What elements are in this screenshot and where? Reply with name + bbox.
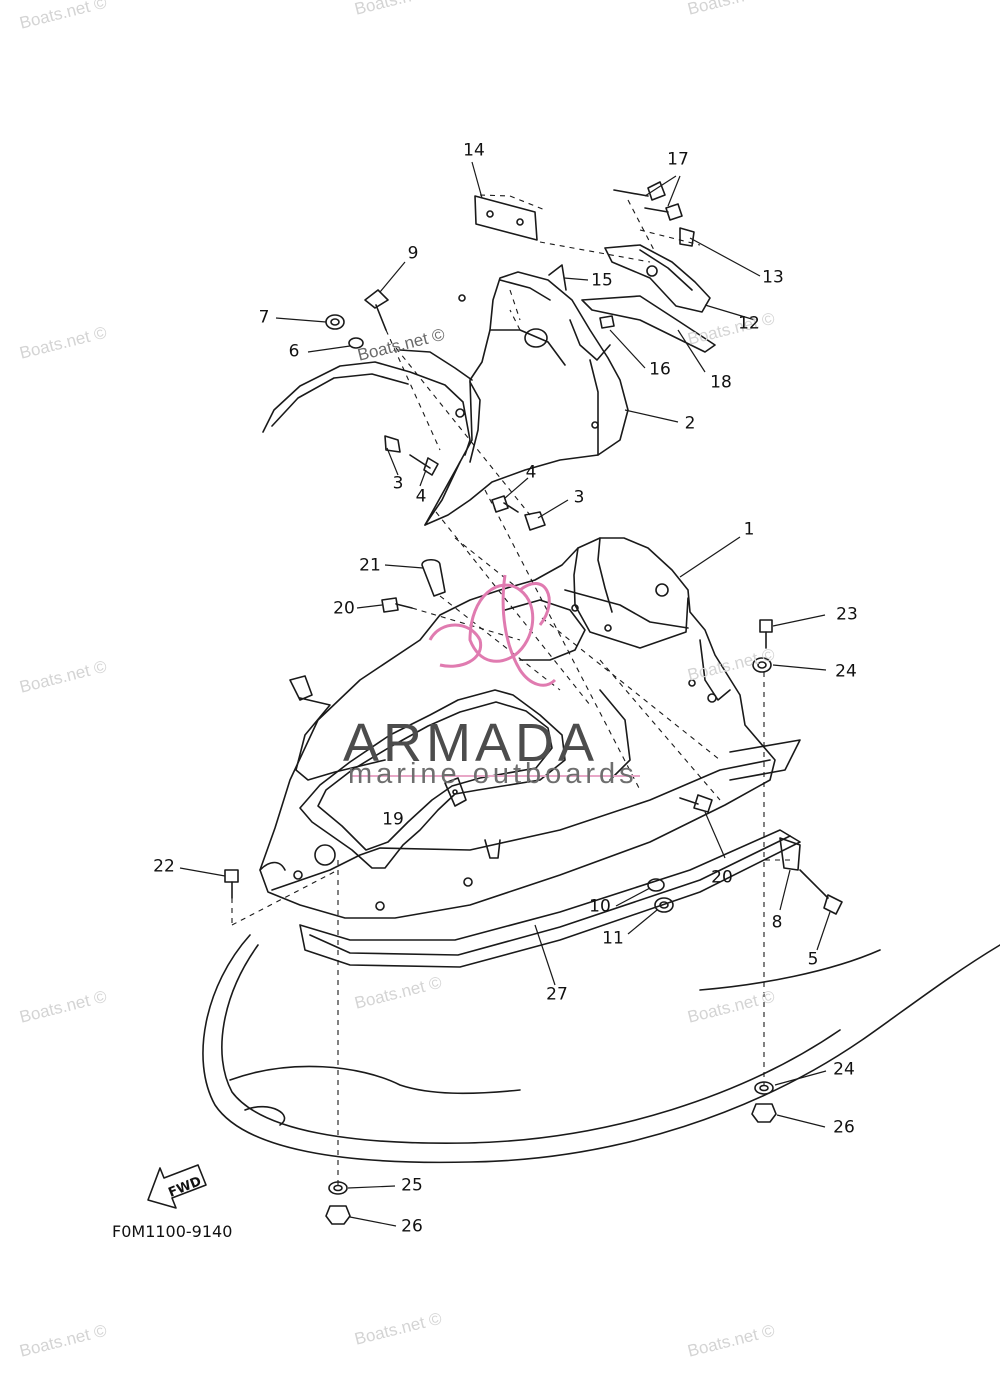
callout-label: 16 — [649, 359, 671, 380]
callout-label: 18 — [710, 372, 732, 393]
hull-outline — [202, 934, 1000, 1164]
callout-label: 3 — [573, 487, 585, 508]
fwd-arrow-icon — [147, 1164, 207, 1209]
rear-plate — [444, 777, 467, 807]
callout-label: 9 — [407, 243, 419, 264]
callout-label: 4 — [415, 486, 427, 507]
brand-tagline: marine outboards — [348, 758, 638, 790]
callout-label: 13 — [762, 267, 784, 288]
callout-label: 19 — [382, 809, 404, 830]
callout-label: 2 — [684, 413, 696, 434]
callout-label: 12 — [738, 313, 760, 334]
callout-label: 1 — [743, 519, 755, 540]
front-duct — [262, 349, 473, 456]
callout-label: 14 — [463, 140, 485, 161]
assembly-lines — [231, 194, 790, 1185]
callout-label: 17 — [667, 149, 689, 170]
callout-label: 6 — [288, 341, 300, 362]
callout-label: 22 — [153, 856, 175, 877]
upper-cover — [424, 271, 629, 526]
callout-label: 26 — [401, 1216, 423, 1237]
deck-shell — [259, 537, 776, 919]
callout-label: 27 — [546, 984, 568, 1005]
callout-label: 25 — [401, 1175, 423, 1196]
callout-label: 3 — [392, 473, 404, 494]
leader-lines — [179, 161, 831, 1227]
callout-label: 23 — [836, 604, 858, 625]
callout-label: 15 — [591, 270, 613, 291]
gasket-ring — [299, 829, 801, 968]
rubber-strip — [581, 295, 716, 353]
callout-label: 26 — [833, 1117, 855, 1138]
callout-label: 24 — [835, 661, 857, 682]
callout-label: 11 — [602, 928, 624, 949]
mount-bracket — [604, 244, 711, 313]
callout-label: 8 — [771, 912, 783, 933]
brand-divider — [350, 775, 640, 777]
diagram-code: F0M1100-9140 — [112, 1222, 233, 1241]
callout-label: 7 — [258, 307, 270, 328]
bracket-plate — [474, 195, 538, 241]
callout-label: 5 — [807, 949, 819, 970]
callout-label: 24 — [833, 1059, 855, 1080]
callout-label: 21 — [359, 555, 381, 576]
brand-logo-icon — [428, 574, 557, 687]
brand-name: ARMADA — [343, 713, 599, 773]
washers-and-nuts — [325, 314, 777, 1225]
fasteners — [224, 181, 843, 915]
callout-label: 20 — [711, 867, 733, 888]
rear-grip-bar — [289, 675, 801, 781]
callout-label: 20 — [333, 598, 355, 619]
callout-label: 4 — [525, 462, 537, 483]
callout-label: 10 — [589, 896, 611, 917]
